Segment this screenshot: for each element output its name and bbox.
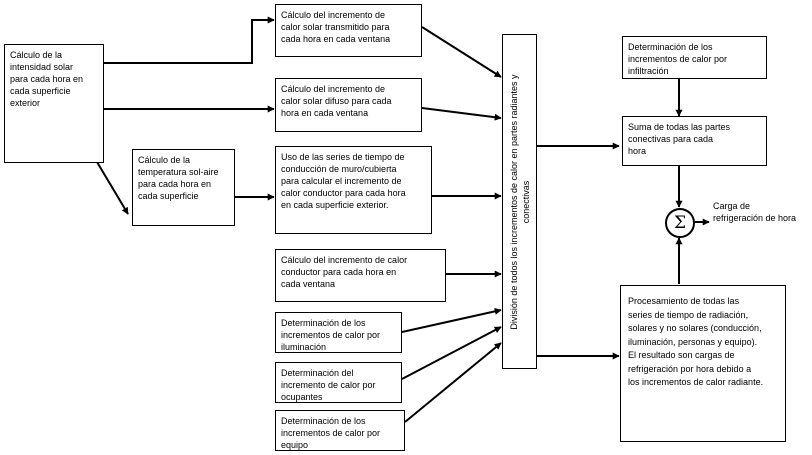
window-conduction-box: Cálculo del incremento de calor conducto… [275,249,446,302]
sol-air-temperature-box: Cálculo de la temperatura sol-aire para … [132,149,235,226]
cooling-load-label: Carga de refrigeración de hora [713,201,797,223]
split-box-label: División de todos los incrementos de cal… [508,73,531,330]
transmitted-solar-box: Cálculo del incremento de calor solar tr… [275,4,422,57]
infiltration-box: Determinación de los incrementos de calo… [622,36,767,79]
lighting-box: Determinación de los incrementos de calo… [275,312,402,353]
convective-sum-box: Suma de todas las partes conectivas para… [622,116,767,166]
arrow-equipment-to-split [404,342,502,423]
diffuse-solar-box: Cálculo del incremento de calor solar di… [275,78,422,132]
sum-node: Σ [665,208,695,238]
arrow-diffuse-to-split [421,107,502,121]
arrow-solar-to-solair [96,161,129,215]
radiant-convective-split-box: División de todos los incrementos de cal… [502,34,537,369]
equipment-box: Determinación de los incrementos de calo… [275,410,405,451]
arrow-transmitted-to-split [421,26,502,78]
radiant-processing-box: Procesamiento de todas las series de tie… [620,285,786,442]
occupants-box: Determinación del incremento de calor po… [275,362,402,403]
conduction-series-box: Uso de las series de tiempo de conducció… [275,146,432,234]
arrow-lighting-to-split [401,307,502,333]
solar-intensity-box: Cálculo de la intensidad solar para cada… [4,44,104,163]
arrow-solar-to-transmitted [104,16,275,64]
arrow-occupants-to-split [401,326,502,380]
